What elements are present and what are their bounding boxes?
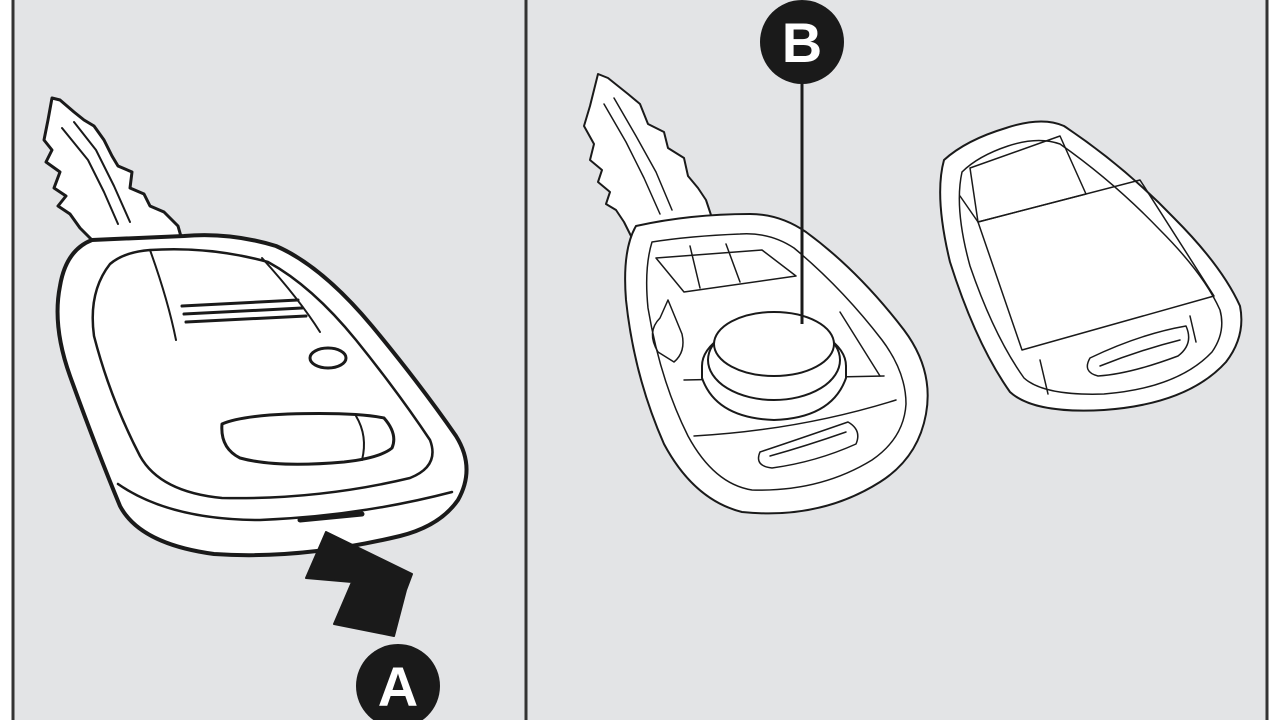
callout-b-label: B <box>782 11 822 74</box>
closed-key-fob <box>42 96 469 558</box>
callout-a-circle <box>356 644 440 720</box>
key-blade-right <box>583 73 713 239</box>
key-blade <box>42 96 184 242</box>
callout-b: B <box>760 0 844 324</box>
key-cover-half <box>939 120 1243 412</box>
push-arrow-icon <box>305 531 413 637</box>
opened-key-with-battery <box>583 73 929 515</box>
fob-body <box>55 233 469 558</box>
callout-b-circle <box>760 0 844 84</box>
callout-a: A <box>356 644 440 720</box>
callout-a-label: A <box>378 655 418 718</box>
